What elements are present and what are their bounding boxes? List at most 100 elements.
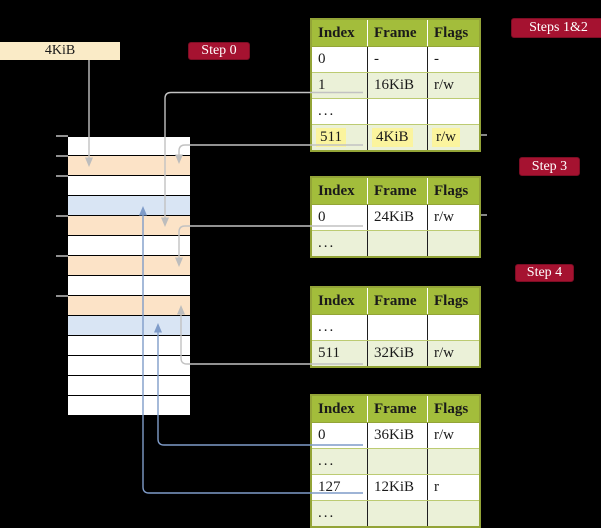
memory-tick (56, 155, 68, 157)
memory-tick (56, 175, 68, 177)
memory-frame-0kib (68, 136, 190, 156)
column-header-index: Index (318, 401, 355, 417)
table-cell: ... (318, 453, 336, 469)
step-4-text: Step 4 (526, 265, 563, 280)
table-cell (427, 449, 479, 474)
table-cell: 127 (318, 479, 341, 495)
column-header-frame: Frame (367, 20, 427, 46)
table-cell (367, 99, 427, 124)
column-header-flags: Flags (427, 396, 479, 422)
memory-frame-4kib (68, 156, 190, 176)
root-pointer-label: 4KiB (44, 43, 76, 58)
table-cell: 511 (312, 125, 367, 150)
memory-frame-12kib (68, 196, 190, 216)
table-row: 511 32KiB r/w (312, 340, 479, 366)
step-0-label: Step 0 (188, 42, 250, 60)
root-pointer-box: 4KiB (0, 42, 120, 60)
table-cell: 24KiB (367, 205, 427, 230)
table-cell (367, 449, 427, 474)
table-cell: 12KiB (367, 475, 427, 500)
memory-frame-44kib (68, 356, 190, 376)
step-0-text: Step 0 (201, 43, 237, 58)
table-row: 1 16KiB r/w (312, 72, 479, 98)
column-header-frame: Frame (367, 396, 427, 422)
table-cell: r/w (427, 125, 479, 150)
table-row: ... (312, 315, 479, 340)
page-table-step-3: Index Frame Flags 0 24KiB r/w ... (310, 176, 481, 258)
table-cell (367, 501, 427, 526)
memory-frame-28kib (68, 276, 190, 296)
table-cell (367, 315, 427, 340)
memory-tick (56, 255, 68, 257)
steps-1-2-label: Steps 1&2 (511, 18, 601, 38)
table-cell: - (427, 47, 479, 72)
table-row: ... (312, 98, 479, 124)
table-cell: r/w (427, 423, 479, 448)
memory-frame-24kib (68, 256, 190, 276)
table-cell: 1 (318, 77, 326, 93)
step-3-label: Step 3 (519, 157, 580, 176)
table-row: 0 - - (312, 47, 479, 72)
table-header: Index Frame Flags (312, 20, 479, 47)
table-cell: - (367, 47, 427, 72)
highlight: 4KiB (372, 128, 413, 147)
table-row: ... (312, 500, 479, 526)
table-cell: 511 (318, 345, 340, 361)
table-row: 127 12KiB r (312, 474, 479, 500)
table-cell: r/w (427, 205, 479, 230)
table-cell: ... (318, 235, 336, 251)
table-row: 0 36KiB r/w (312, 423, 479, 448)
table-cell: r/w (427, 73, 479, 98)
steps-1-2-text: Steps 1&2 (529, 20, 588, 35)
table-cell (427, 231, 479, 256)
memory-frame-36kib (68, 316, 190, 336)
table-header: Index Frame Flags (312, 396, 479, 423)
table-cell: 16KiB (367, 73, 427, 98)
memory-frame-52kib (68, 396, 190, 416)
column-header-flags: Flags (427, 20, 479, 46)
column-header-frame: Frame (367, 288, 427, 314)
page-table-step-4: Index Frame Flags ... 511 32KiB r/w (310, 286, 481, 368)
step-3-text: Step 3 (531, 158, 568, 174)
table-row-highlighted: 511 4KiB r/w (312, 124, 479, 150)
table-cell: 32KiB (367, 341, 427, 366)
table-row: ... (312, 230, 479, 256)
memory-tick (56, 215, 68, 217)
table-cell: 0 (318, 209, 326, 225)
memory-column (68, 136, 190, 416)
table-cell: r/w (427, 341, 479, 366)
step-4-label: Step 4 (515, 264, 574, 282)
table-cell (427, 315, 479, 340)
table-cell: 0 (318, 427, 326, 443)
memory-frame-20kib (68, 236, 190, 256)
column-header-frame: Frame (367, 178, 427, 204)
table-cell: 4KiB (367, 125, 427, 150)
column-header-flags: Flags (427, 288, 479, 314)
table-cell: ... (318, 319, 336, 335)
table-cell: 0 (318, 51, 326, 67)
table-cell: r (427, 475, 479, 500)
column-header-index: Index (318, 25, 355, 41)
column-header-index: Index (318, 293, 355, 309)
table-row: ... (312, 448, 479, 474)
highlight: r/w (432, 128, 460, 147)
table-cell (427, 501, 479, 526)
memory-frame-32kib (68, 296, 190, 316)
table-cell: 36KiB (367, 423, 427, 448)
table-header: Index Frame Flags (312, 288, 479, 315)
memory-frame-48kib (68, 376, 190, 396)
memory-frame-40kib (68, 336, 190, 356)
highlight: 511 (316, 128, 346, 147)
memory-tick (56, 295, 68, 297)
table-cell (427, 99, 479, 124)
table-cell: ... (318, 505, 336, 521)
table-cell (367, 231, 427, 256)
table-cell: ... (318, 103, 336, 119)
table-row: 0 24KiB r/w (312, 205, 479, 230)
page-table-leaf: Index Frame Flags 0 36KiB r/w ... 127 12… (310, 394, 481, 528)
page-table-steps-1-2: Index Frame Flags 0 - - 1 16KiB r/w ... … (310, 18, 481, 152)
memory-frame-8kib (68, 176, 190, 196)
column-header-flags: Flags (427, 178, 479, 204)
table-header: Index Frame Flags (312, 178, 479, 205)
